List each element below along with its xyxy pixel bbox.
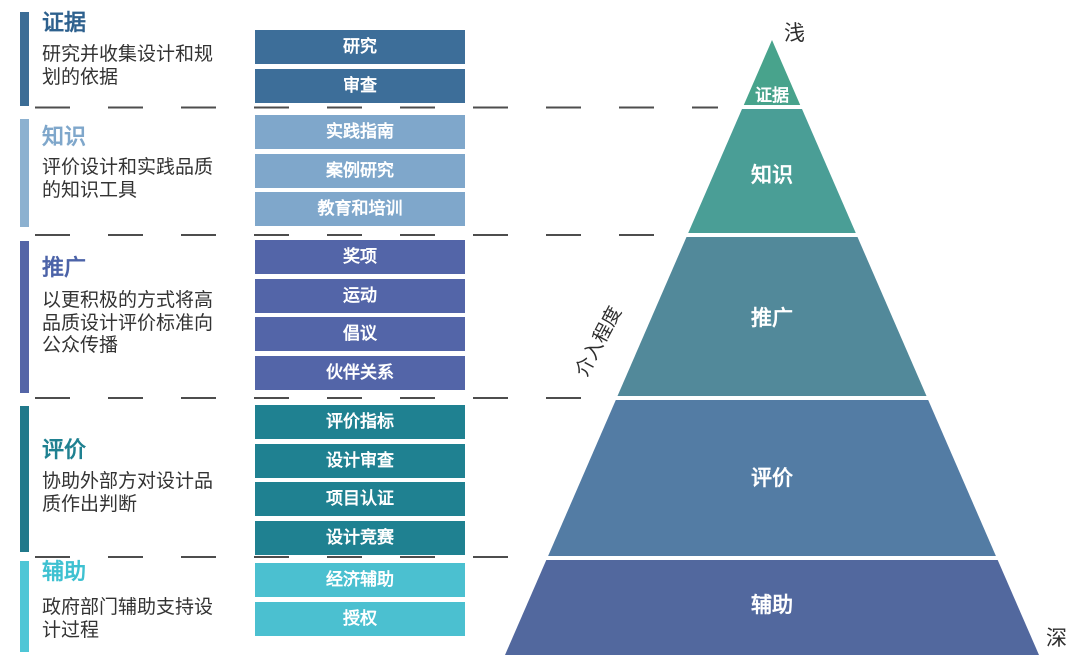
axis-deep-label: 深: [1046, 626, 1067, 650]
item-bar: 设计竞赛: [255, 520, 465, 555]
bar-group-evaluation: 评价指标 设计审查 项目认证 设计竞赛: [255, 405, 465, 555]
pyramid-label-promotion: 推广: [751, 306, 793, 330]
item-bar: 倡议: [255, 317, 465, 351]
item-bar: 经济辅助: [255, 563, 465, 597]
item-bar: 授权: [255, 601, 465, 636]
axis-shallow-label: 浅: [784, 21, 805, 45]
section-description-evaluation: 协助外部方对设计品质作出判断: [42, 470, 214, 515]
section-accent-bar-assistance: [20, 561, 29, 652]
item-bar: 研究: [255, 30, 465, 64]
section-title-evidence: 证据: [42, 11, 87, 36]
section-title-promotion: 推广: [42, 256, 87, 281]
item-bar: 奖项: [255, 240, 465, 274]
bar-group-assistance: 经济辅助 授权: [255, 563, 465, 636]
pyramid-level-evidence: [743, 40, 801, 105]
pyramid-label-assistance: 辅助: [751, 593, 793, 617]
item-bar: 教育和培训: [255, 192, 465, 226]
pyramid-label-knowledge: 知识: [751, 163, 793, 187]
bar-group-evidence: 研究 审查: [255, 30, 465, 103]
section-accent-bar-evaluation: [20, 406, 29, 552]
section-title-evaluation: 评价: [42, 438, 87, 463]
pyramid-level-assistance: [505, 560, 1039, 655]
bar-group-promotion: 奖项 运动 倡议 伙伴关系: [255, 240, 465, 390]
section-description-assistance: 政府部门辅助支持设计过程: [42, 596, 214, 641]
pyramid-level-evaluation: [548, 400, 996, 556]
section-accent-bar-knowledge: [20, 119, 29, 227]
item-bar: 项目认证: [255, 482, 465, 516]
item-bar: 伙伴关系: [255, 355, 465, 390]
section-accent-bar-promotion: [20, 241, 29, 393]
item-bar: 案例研究: [255, 153, 465, 188]
section-title-assistance: 辅助: [42, 560, 87, 585]
section-description-promotion: 以更积极的方式将高品质设计评价标准向公众传播: [42, 289, 214, 356]
item-bar: 设计审查: [255, 443, 465, 478]
bar-group-knowledge: 实践指南 案例研究 教育和培训: [255, 115, 465, 226]
pyramid-label-evidence: 证据: [755, 85, 789, 106]
pyramid-label-evaluation: 评价: [751, 466, 794, 490]
section-title-knowledge: 知识: [42, 125, 87, 150]
item-bar: 审查: [255, 68, 465, 103]
pyramid-level-promotion: [617, 237, 927, 396]
item-bar: 运动: [255, 278, 465, 313]
item-bar: 评价指标: [255, 405, 465, 439]
pyramid-level-knowledge: [688, 109, 856, 233]
section-description-evidence: 研究并收集设计和规划的依据: [42, 43, 214, 88]
item-bar: 实践指南: [255, 115, 465, 149]
section-description-knowledge: 评价设计和实践品质的知识工具: [42, 156, 214, 201]
section-accent-bar-evidence: [20, 12, 29, 106]
axis-involvement-label: 介入程度: [571, 303, 626, 380]
